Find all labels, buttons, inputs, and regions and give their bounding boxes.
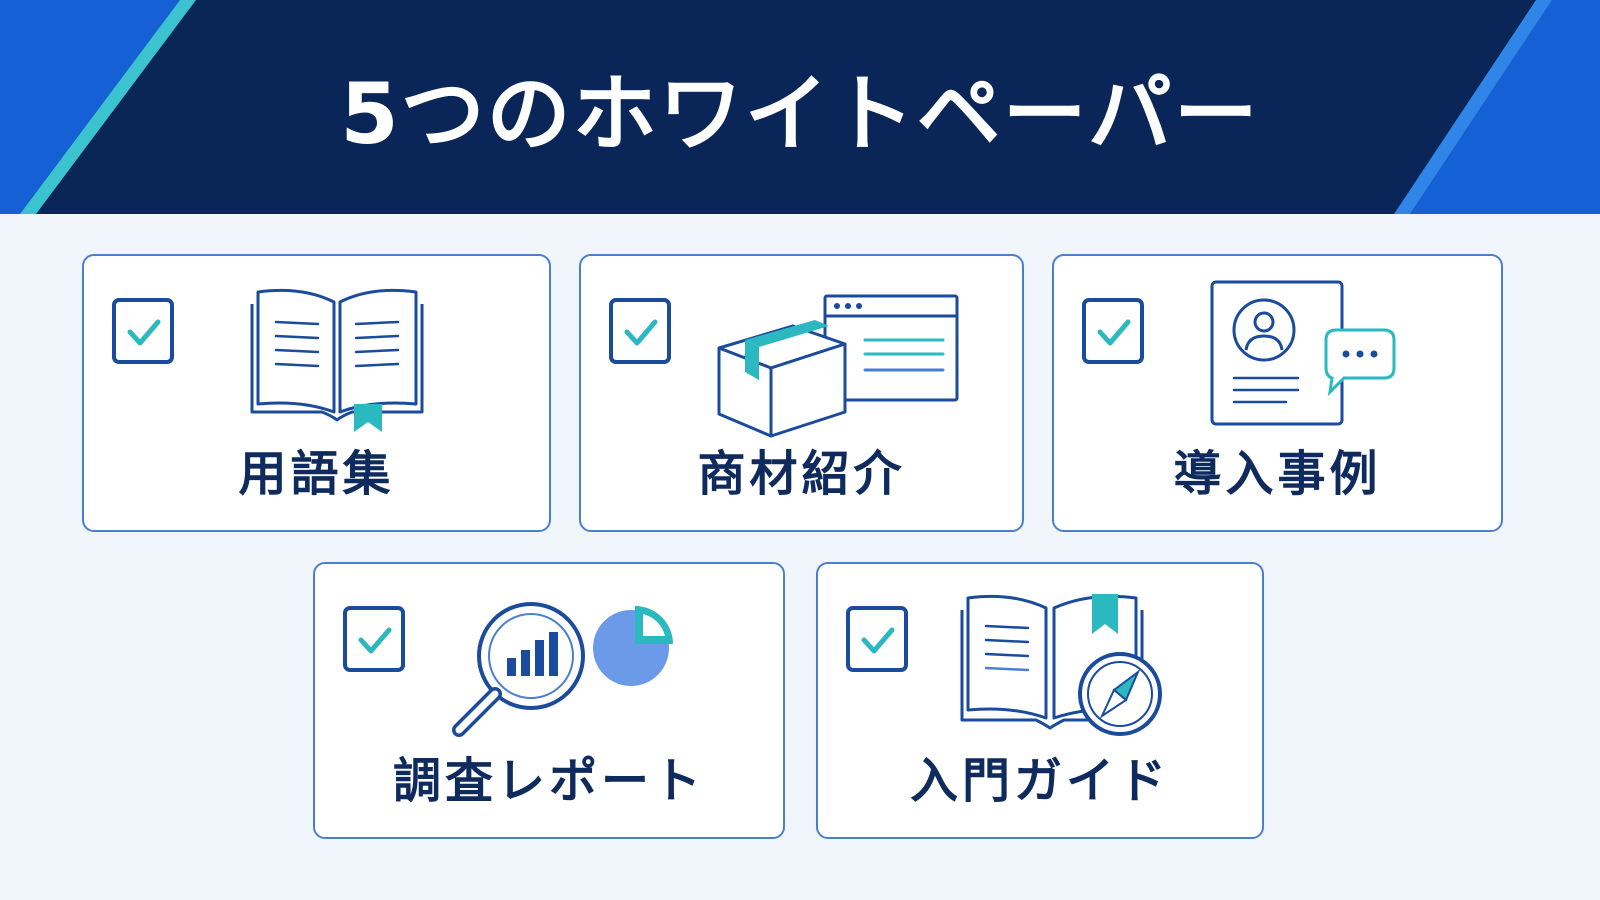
guide-book-icon (960, 594, 1162, 736)
header-stripes (0, 0, 1600, 214)
check-icon (861, 627, 895, 654)
card-label: 調査レポート (392, 753, 705, 809)
check-icon (624, 319, 658, 346)
checkbox[interactable] (846, 606, 908, 672)
product-box-icon (717, 294, 959, 438)
card-glossary[interactable]: 用語集 (82, 254, 551, 532)
checkbox[interactable] (112, 298, 174, 364)
header-banner: 5つのホワイトペーパー (0, 0, 1600, 214)
card-label: 入門ガイド (909, 753, 1170, 809)
open-book-icon (250, 288, 424, 432)
checkbox[interactable] (1082, 298, 1144, 364)
checkbox[interactable] (609, 298, 671, 364)
check-icon (358, 627, 392, 654)
page-title: 5つのホワイトペーパー (340, 64, 1260, 163)
checkbox[interactable] (343, 606, 405, 672)
case-profile-icon (1210, 280, 1396, 426)
card-label: 商材紹介 (697, 446, 906, 502)
card-label: 用語集 (238, 446, 395, 502)
card-product[interactable]: 商材紹介 (579, 254, 1024, 532)
check-icon (1097, 319, 1131, 346)
research-report-icon (452, 602, 673, 737)
card-case-study[interactable]: 導入事例 (1052, 254, 1503, 532)
card-label: 導入事例 (1173, 446, 1382, 502)
card-beginner-guide[interactable]: 入門ガイド (816, 562, 1264, 839)
check-icon (127, 319, 161, 346)
card-research-report[interactable]: 調査レポート (313, 562, 785, 839)
